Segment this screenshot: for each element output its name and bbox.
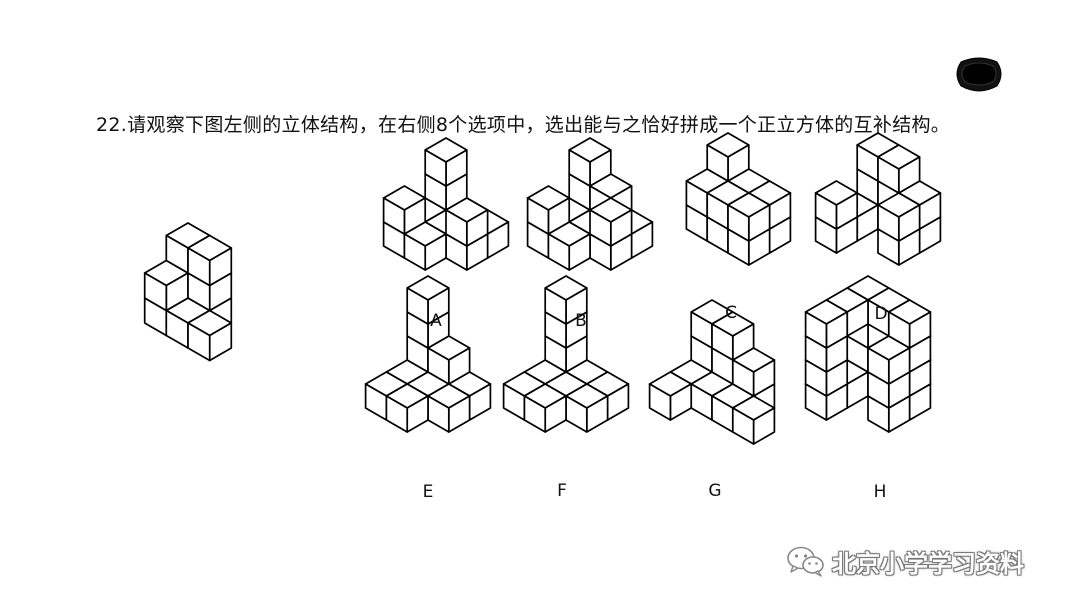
cube-face — [526, 197, 550, 235]
cube-face — [568, 149, 591, 187]
option-label-f[interactable]: F — [557, 481, 567, 501]
cube-face — [523, 395, 547, 433]
option-label-g[interactable]: G — [708, 481, 722, 501]
cube-face — [731, 407, 755, 445]
option-label-d[interactable]: D — [874, 304, 888, 324]
cube-face — [731, 359, 755, 397]
cube-face — [187, 247, 211, 287]
option-label-a[interactable]: A — [430, 311, 442, 331]
cube-face — [804, 311, 828, 349]
watermark: 北京小学学习资料 — [786, 543, 1024, 579]
wechat-icon — [787, 546, 824, 577]
option-g[interactable] — [648, 299, 776, 445]
option-f[interactable] — [502, 275, 630, 433]
cube-face — [711, 323, 734, 361]
cube-face — [385, 395, 409, 433]
option-label-e[interactable]: E — [422, 482, 434, 502]
cube-face — [143, 272, 168, 312]
cube-face — [867, 347, 890, 385]
cube-face — [187, 322, 211, 362]
cube-face — [589, 209, 612, 247]
cube-face — [403, 233, 427, 271]
question-text: 22.请观察下图左侧的立体结构，在右侧8个选项中，选出能与之恰好拼成一个正立方体… — [96, 114, 951, 136]
cube-face — [877, 204, 900, 242]
cube-face — [445, 209, 468, 247]
option-e[interactable] — [364, 275, 492, 433]
redacted-page-number-mark — [956, 57, 1002, 92]
option-h[interactable] — [804, 275, 932, 433]
cube-face — [727, 204, 750, 242]
option-label-h[interactable]: H — [873, 482, 887, 502]
cube-face — [427, 347, 450, 385]
cube-face — [814, 192, 838, 230]
option-b[interactable] — [526, 137, 654, 271]
option-c[interactable] — [685, 132, 792, 266]
option-d[interactable] — [814, 132, 942, 266]
watermark-text: 北京小学学习资料 — [832, 549, 1024, 578]
cube-face — [547, 233, 571, 271]
cube-face — [382, 197, 406, 235]
option-a[interactable] — [382, 137, 510, 271]
option-label-c[interactable]: C — [725, 303, 737, 323]
cube-face — [424, 149, 447, 187]
cube-face — [706, 144, 729, 182]
cube-face — [544, 287, 567, 325]
cube-face — [887, 311, 911, 349]
option-label-b[interactable]: B — [575, 311, 587, 331]
cube-face — [648, 383, 672, 421]
cube-face — [877, 156, 900, 194]
cube-face — [406, 287, 429, 325]
given-structure — [143, 222, 233, 362]
